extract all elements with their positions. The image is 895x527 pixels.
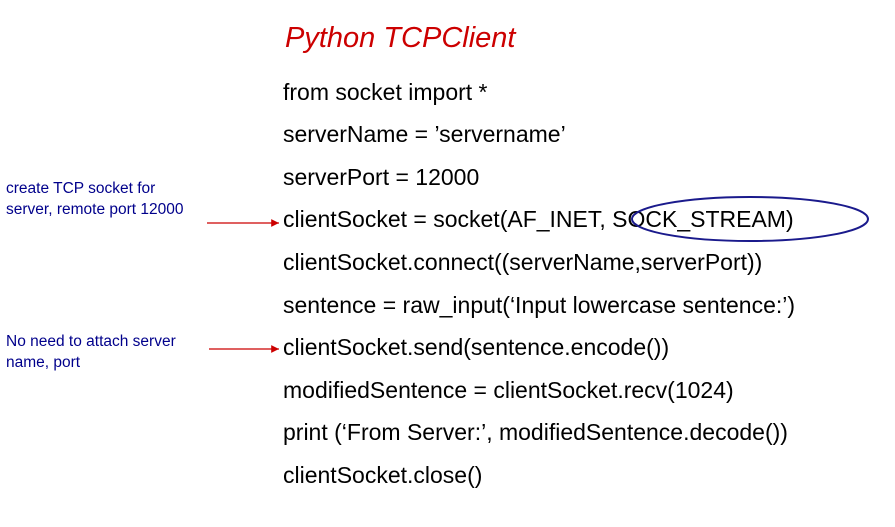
code-line-connect: clientSocket.connect((serverName,serverP…: [283, 249, 763, 275]
slide-title: Python TCPClient: [285, 22, 516, 54]
code-line-input-sentence: sentence = raw_input(‘Input lowercase se…: [283, 292, 796, 318]
code-line-recv: modifiedSentence = clientSocket.recv(102…: [283, 377, 734, 403]
annotation-send-note-line2: name, port: [6, 354, 81, 371]
code-line-print: print (‘From Server:’, modifiedSentence.…: [283, 419, 788, 445]
annotation-create-socket: create TCP socket for server, remote por…: [6, 178, 184, 220]
code-line-server-name: serverName = ’servername’: [283, 121, 566, 147]
annotation-send-note: No need to attach server name, port: [6, 331, 176, 373]
annotation-create-socket-line2: server, remote port 12000: [6, 201, 184, 218]
code-line-import: from socket import *: [283, 79, 488, 105]
code-line-server-port: serverPort = 12000: [283, 164, 480, 190]
annotation-create-socket-line1: create TCP socket for: [6, 180, 156, 197]
code-line-send: clientSocket.send(sentence.encode()): [283, 334, 670, 360]
code-line-close: clientSocket.close(): [283, 462, 483, 488]
annotation-send-note-line1: No need to attach server: [6, 333, 176, 350]
code-line-create-socket: clientSocket = socket(AF_INET, SOCK_STRE…: [283, 206, 794, 232]
